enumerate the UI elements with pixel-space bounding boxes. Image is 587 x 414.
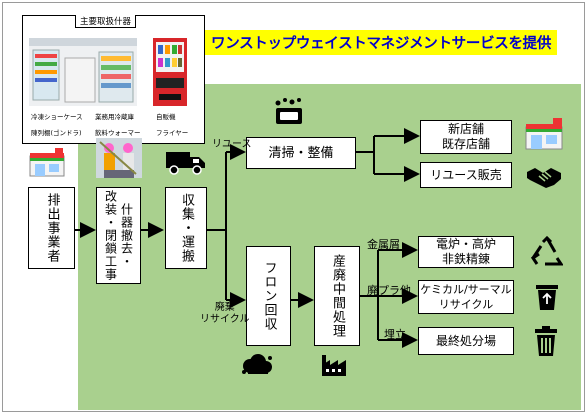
node-reuse-sale: リユース販売 [420,162,512,188]
node-demolition: 什器撤去・ 改装・閉鎖工事 [96,187,141,284]
diagram-title: ワンストップウェイストマネジメントサービスを提供 [205,30,558,55]
equip-label-vending: 自販機 [156,113,176,121]
convenience-store-icon-2 [525,118,563,150]
node-collection: 収集・運搬 [165,187,207,269]
node-discharger-label: 排出事業者 [44,193,60,263]
node-landfill: 最終処分場 [418,327,514,355]
node-discharger: 排出事業者 [28,187,75,269]
workers-icon [96,138,142,178]
node-new-store: 新店舗 既存店舗 [420,120,512,154]
trash-can-icon [535,326,557,356]
convenience-store-icon [29,148,65,177]
recycle-bin-icon [536,285,558,310]
edge-label-landfill: 埋立 [384,328,406,341]
equip-label-warmer: 飲料ウォーマー [95,129,141,137]
edge-label-waste-recycle: 廃棄 リサイクル [200,302,250,325]
equipment-panel-title: 主要取扱什器 [75,15,137,28]
node-cleaning: 清掃・整備 [246,137,356,169]
node-reuse-sale-label: リユース販売 [430,167,502,182]
cleaning-icon [275,98,302,124]
cloud-icon [242,354,272,374]
edge-label-plastic: 廃プラ他 [367,284,411,297]
edge-label-reuse: リユース [212,139,252,150]
node-cleaning-label: 清掃・整備 [268,145,334,161]
equip-label-gondola: 陳列棚(ゴンドラ) [31,129,82,137]
node-new-store-label: 新店舗 既存店舗 [441,122,490,151]
node-recycling-label: ケミカル/サーマル リサイクル [420,283,512,311]
equip-label-freezer-showcase: 冷凍ショーケース [31,113,83,121]
node-smelting: 電炉・高炉 非鉄精錬 [418,236,514,268]
node-demolition-label: 什器撤去・ 改装・閉鎖工事 [103,190,134,281]
node-recycling: ケミカル/サーマル リサイクル [418,280,514,314]
node-intermediate: 産廃中間処理 [314,246,360,346]
node-landfill-label: 最終処分場 [435,333,496,348]
node-collection-label: 収集・運搬 [179,193,194,263]
vending-machine-image [153,38,187,106]
handshake-icon [527,168,561,188]
edge-label-metal: 金属屑 [367,238,400,251]
equipment-panel: 主要取扱什器 冷凍ショーケース 業務用冷蔵庫 自販機 陳列棚(ゴンドラ) 飲料ウ… [22,15,205,144]
equip-label-fridge: 業務用冷蔵庫 [95,113,134,121]
truck-icon [166,152,205,175]
node-freon: フロン回収 [246,246,291,346]
recycle-icon [531,236,563,266]
node-smelting-label: 電炉・高炉 非鉄精錬 [435,237,496,266]
store-interior-image [29,38,137,106]
node-freon-label: フロン回収 [261,261,277,331]
equip-label-fryer: フライヤー [156,129,189,137]
factory-icon [322,355,346,376]
node-intermediate-label: 産廃中間処理 [330,254,345,338]
